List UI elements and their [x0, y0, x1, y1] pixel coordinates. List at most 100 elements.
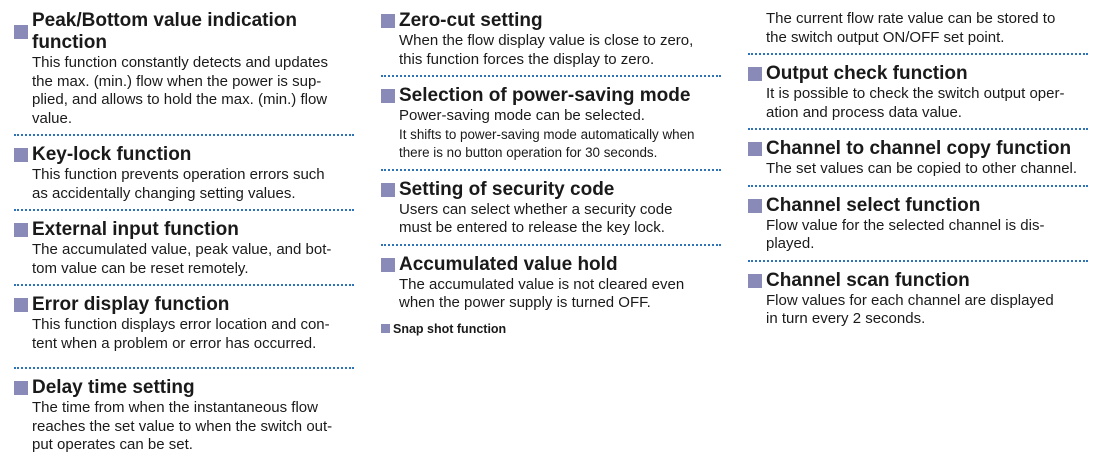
heading-text: External input function: [32, 219, 239, 240]
section-channel-scan: Channel scan function Flow values for ea…: [748, 270, 1088, 335]
body-line: in turn every 2 seconds.: [766, 310, 926, 327]
heading-text: Channel to channel copy function: [766, 138, 1072, 159]
section-power-saving: Selection of power-saving mode Power-sav…: [381, 85, 721, 171]
section-security-code: Setting of security code Users can selec…: [381, 179, 721, 246]
body-line: This function displays error location an…: [32, 316, 330, 333]
section-heading: Error display function: [14, 294, 354, 316]
heading-text: Selection of power-saving mode: [399, 85, 691, 106]
square-bullet-icon: [14, 381, 28, 395]
section-body: This function displays error location an…: [32, 316, 354, 353]
body-line: The accumulated value, peak value, and b…: [32, 241, 332, 258]
body-line: ation and process data value.: [766, 103, 962, 121]
heading-text: Zero-cut setting: [399, 10, 543, 31]
square-bullet-icon: [381, 14, 395, 28]
square-bullet-icon: [748, 273, 762, 288]
square-bullet-icon: [381, 89, 395, 103]
section-body: Flow values for each channel are display…: [766, 292, 1088, 329]
column-3: The current flow rate value can be store…: [748, 10, 1088, 335]
section-accumulated-hold: Accumulated value hold The accumulated v…: [381, 254, 721, 321]
body-line: This function prevents operation errors …: [32, 166, 325, 183]
body-line: put operates can be set.: [32, 436, 193, 453]
section-heading: Channel to channel copy function: [748, 138, 1088, 160]
body-line: Users can select whether a security code: [399, 200, 673, 218]
section-heading: Channel scan function: [748, 270, 1088, 292]
square-bullet-icon: [748, 142, 762, 156]
heading-text: Channel scan function: [766, 269, 970, 291]
section-body: Flow value for the selected channel is d…: [766, 217, 1088, 254]
section-body: The current flow rate value can be store…: [766, 10, 1088, 47]
section-heading: Zero-cut setting: [381, 10, 721, 32]
square-bullet-icon: [14, 298, 28, 312]
column-2: Zero-cut setting When the flow display v…: [381, 10, 721, 343]
section-body: The time from when the instantaneous flo…: [32, 399, 354, 455]
section-body: It is possible to check the switch outpu…: [766, 85, 1088, 122]
column-1: Peak/Bottom value indication function Th…: [14, 10, 354, 461]
body-line: plied, and allows to hold the max. (min.…: [32, 91, 328, 108]
heading-text: Error display function: [32, 294, 230, 315]
section-output-check: Output check function It is possible to …: [748, 63, 1088, 130]
section-heading: Output check function: [748, 63, 1088, 85]
body-line: Flow values for each channel are display…: [766, 291, 1054, 309]
square-bullet-icon: [381, 324, 390, 333]
heading-text: Channel select function: [766, 194, 981, 216]
body-line: as accidentally changing setting values.: [32, 184, 296, 202]
section-heading: Accumulated value hold: [381, 254, 721, 276]
body-line: The set values can be copied to other ch…: [766, 160, 1078, 177]
heading-text: Snap shot function: [393, 321, 507, 336]
section-heading: Delay time setting: [14, 377, 354, 399]
section-peak-bottom: Peak/Bottom value indication function Th…: [14, 10, 354, 136]
section-error-display: Error display function This function dis…: [14, 294, 354, 369]
section-body: This function constantly detects and upd…: [32, 54, 354, 128]
section-heading: Peak/Bottom value indication function: [14, 10, 354, 54]
body-line: This function constantly detects and upd…: [32, 54, 329, 71]
section-snap-shot: Snap shot function: [381, 321, 721, 343]
body-line: this function forces the display to zero…: [399, 50, 655, 68]
section-heading: Channel select function: [748, 195, 1088, 217]
body-line: Power-saving mode can be selected.: [399, 107, 645, 124]
body-line: must be entered to release the key lock.: [399, 219, 665, 236]
section-body: When the flow display value is close to …: [399, 32, 721, 69]
body-line: reaches the set value to when the switch…: [32, 417, 333, 435]
section-channel-copy: Channel to channel copy function The set…: [748, 138, 1088, 187]
section-external-input: External input function The accumulated …: [14, 219, 354, 286]
body-line: the max. (min.) flow when the power is s…: [32, 72, 322, 90]
square-bullet-icon: [748, 67, 762, 81]
section-heading: Key-lock function: [14, 144, 354, 166]
section-key-lock: Key-lock function This function prevents…: [14, 144, 354, 211]
section-channel-select: Channel select function Flow value for t…: [748, 195, 1088, 262]
body-line: When the flow display value is close to …: [399, 32, 694, 49]
heading-text: Key-lock function: [32, 144, 192, 165]
body-line: tent when a problem or error has occurre…: [32, 334, 317, 352]
section-snap-shot-continued: The current flow rate value can be store…: [748, 10, 1088, 55]
body-line: It is possible to check the switch outpu…: [766, 85, 1065, 102]
section-body: This function prevents operation errors …: [32, 166, 354, 203]
body-line: Flow value for the selected channel is d…: [766, 216, 1045, 234]
square-bullet-icon: [381, 257, 395, 272]
heading-text: Peak/Bottom value indication function: [32, 10, 297, 53]
heading-text: Setting of security code: [399, 178, 615, 200]
body-line: The current flow rate value can be store…: [766, 10, 1056, 27]
body-line: there is no button operation for 30 seco…: [399, 145, 658, 160]
body-line: when the power supply is turned OFF.: [399, 294, 651, 311]
section-body: Power-saving mode can be selected. It sh…: [399, 107, 721, 163]
body-line: The time from when the instantaneous flo…: [32, 399, 318, 416]
section-zero-cut: Zero-cut setting When the flow display v…: [381, 10, 721, 77]
section-heading: External input function: [14, 219, 354, 241]
heading-text: Output check function: [766, 63, 968, 84]
body-line: value.: [32, 109, 73, 127]
body-line: the switch output ON/OFF set point.: [766, 28, 1005, 46]
section-body: The accumulated value is not cleared eve…: [399, 276, 721, 313]
section-heading: Snap shot function: [381, 321, 721, 337]
heading-text: Accumulated value hold: [399, 253, 618, 275]
section-heading: Selection of power-saving mode: [381, 85, 721, 107]
square-bullet-icon: [14, 223, 28, 237]
section-body: The set values can be copied to other ch…: [766, 160, 1088, 179]
body-line: It shifts to power-saving mode automatic…: [399, 126, 695, 142]
square-bullet-icon: [748, 198, 762, 213]
square-bullet-icon: [381, 182, 395, 197]
body-line: played.: [766, 235, 815, 252]
section-body: The accumulated value, peak value, and b…: [32, 241, 354, 278]
square-bullet-icon: [14, 25, 28, 39]
section-body: Users can select whether a security code…: [399, 201, 721, 238]
body-line: tom value can be reset remotely.: [32, 259, 249, 277]
